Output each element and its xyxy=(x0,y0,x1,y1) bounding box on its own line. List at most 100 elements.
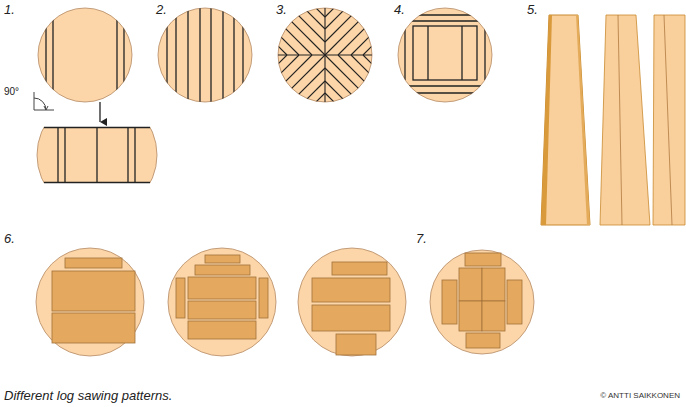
log-section xyxy=(38,0,132,110)
pattern-number: 7. xyxy=(416,232,427,246)
log-section-part-part xyxy=(265,55,325,115)
log-section xyxy=(36,248,144,356)
log-section-part xyxy=(398,8,492,102)
log-section-part xyxy=(482,301,505,331)
log-section-part xyxy=(168,248,276,356)
pattern-number: 2. xyxy=(156,3,167,17)
cant-section-part xyxy=(30,127,170,183)
log-section-part xyxy=(188,321,256,339)
cant-section-part-part-part xyxy=(96,127,97,183)
log-section-part-part xyxy=(227,0,287,55)
log-section-part-part xyxy=(210,0,211,110)
log-section-part-part xyxy=(252,55,312,115)
log-section-part-part xyxy=(338,55,398,115)
log-section-part-part xyxy=(484,26,485,80)
log-section-part-part xyxy=(265,81,325,141)
cant-section-part-part-part xyxy=(64,127,65,183)
log-section-part-part xyxy=(325,0,385,17)
log-section-part-part xyxy=(325,68,385,128)
log-section-part-part xyxy=(222,0,223,110)
log-section-part-part xyxy=(265,93,325,153)
log-section-part xyxy=(46,0,124,110)
cant-section xyxy=(30,127,170,183)
log-section-part xyxy=(482,268,505,301)
log-section-part-part xyxy=(265,0,325,55)
cant-section-part-part-part xyxy=(57,127,58,183)
log-section-part xyxy=(36,248,144,356)
log-section-part xyxy=(466,333,500,348)
cant-section-part-part xyxy=(30,127,170,183)
log-section-part-part xyxy=(52,0,53,110)
log-section-part xyxy=(459,268,482,301)
log-section-part xyxy=(465,253,501,266)
log-section-part-part xyxy=(242,0,243,110)
rotation-symbol-part xyxy=(34,98,46,110)
cant-section-part xyxy=(37,127,157,183)
log-section-part-part xyxy=(390,92,500,93)
log-section-part xyxy=(195,265,250,275)
log-section xyxy=(298,248,406,356)
log-section-part-part xyxy=(175,0,176,110)
cant-section-part-part xyxy=(58,127,135,183)
rotation-symbol-part xyxy=(44,106,48,110)
log-section-part-part xyxy=(390,14,500,15)
log-section-part-part xyxy=(265,68,325,128)
log-section-part-part xyxy=(325,55,385,115)
boards-part xyxy=(618,15,622,225)
cut-edge-part xyxy=(44,182,150,183)
pattern-number: 6. xyxy=(4,232,15,246)
log-section-part xyxy=(176,278,185,318)
boards-part xyxy=(600,15,650,225)
pattern-number: 4. xyxy=(394,3,405,17)
log-section-part-part xyxy=(325,0,385,29)
log-section-part xyxy=(336,334,376,355)
log-section-part xyxy=(507,280,522,324)
log-section-part xyxy=(390,15,500,93)
log-section-part xyxy=(52,313,135,343)
cant-section-part-part-part xyxy=(127,127,128,183)
log-section-part-part xyxy=(252,0,312,55)
boards-part xyxy=(541,15,552,225)
log-section-part xyxy=(298,248,406,356)
log-section-part xyxy=(259,278,268,318)
log-section xyxy=(430,250,534,354)
log-section-part-part xyxy=(123,0,124,110)
log-section-part-part xyxy=(233,0,234,110)
log-section-part xyxy=(332,262,387,275)
log-section xyxy=(168,248,276,356)
log-section xyxy=(158,0,252,110)
log-section-part xyxy=(205,255,240,263)
log-section-part xyxy=(167,0,243,110)
log-section-part-part xyxy=(187,0,188,110)
log-section-part xyxy=(312,305,390,331)
log-section-part-part xyxy=(239,0,299,55)
caption: Different log sawing patterns. xyxy=(4,389,172,403)
log-section xyxy=(227,0,423,153)
log-section-part xyxy=(188,301,256,319)
log-section-part-part xyxy=(404,26,405,80)
log-section-part-part xyxy=(265,0,325,42)
boards-part xyxy=(653,15,685,225)
log-section-part xyxy=(430,250,534,354)
log-section-part-part xyxy=(338,0,398,55)
log-section-part xyxy=(188,277,256,299)
log-section-part-part xyxy=(325,0,385,42)
pattern-number: 5. xyxy=(527,3,538,17)
cut-edge xyxy=(44,128,150,183)
log-section-part-part xyxy=(239,55,299,115)
log-section-part xyxy=(158,8,252,102)
log-section-part-part xyxy=(227,55,287,115)
log-section-part-part xyxy=(390,20,500,21)
cant-section-part-part-part xyxy=(134,127,135,183)
log-section-part-part xyxy=(116,0,117,110)
log-section-part xyxy=(312,278,390,302)
boards-part xyxy=(576,15,590,225)
rotation-symbol-part xyxy=(34,92,54,110)
log-section-part-part xyxy=(265,0,325,29)
log-section-part xyxy=(459,301,482,331)
log-section-part-part xyxy=(413,26,477,80)
boards-part xyxy=(664,15,672,225)
log-section-part-part xyxy=(427,26,428,80)
log-section-part-part xyxy=(325,0,385,55)
